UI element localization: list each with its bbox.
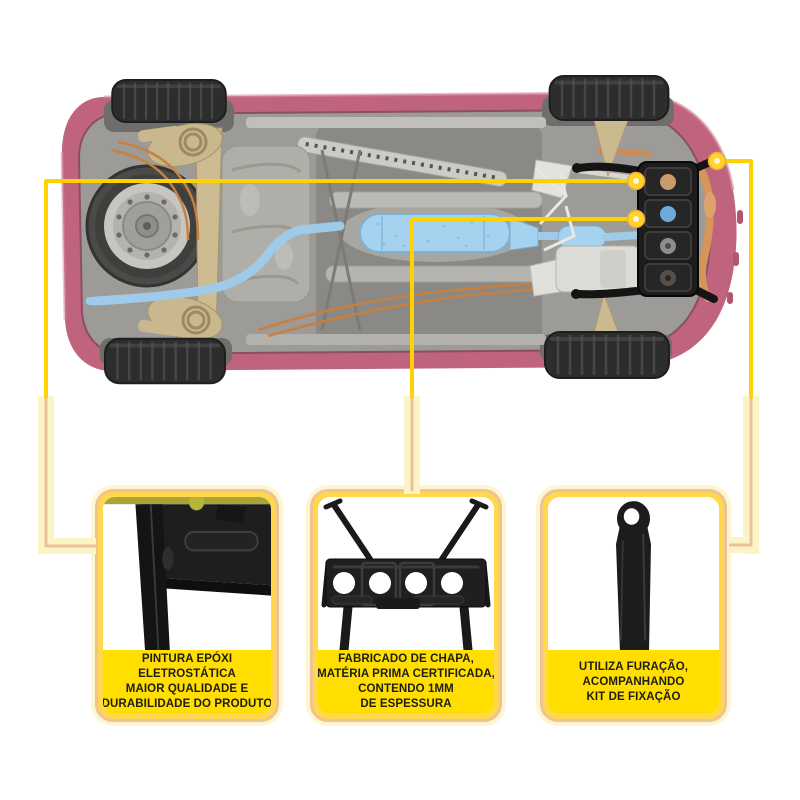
callout-label-epoxy: PINTURA EPÓXI ELETROSTÁTICA MAIOR QUALID… [103, 650, 271, 714]
label-line: CONTENDO 1MM [358, 683, 454, 695]
label-line: ACOMPANHANDO [582, 675, 685, 688]
connector-gold-lines [44, 159, 753, 398]
skid-plate-full-image [321, 498, 491, 650]
tire-front-left [548, 75, 670, 121]
tire-rear-left [110, 79, 228, 123]
label-line: ELETROSTÁTICA [138, 668, 236, 680]
car-underbody-photo [60, 75, 743, 385]
callout-dots [626, 151, 727, 229]
callout-dot [626, 171, 646, 191]
part-photo-corner-closeup [103, 497, 271, 650]
skid-plate-product [571, 156, 719, 303]
label-line: PINTURA EPÓXI [141, 653, 233, 665]
part-photo-mounting-strap [548, 497, 719, 650]
tires [104, 75, 670, 385]
tire-front-right [544, 331, 670, 379]
coolant-pipes-orange [697, 168, 716, 302]
brake-lines-copper [111, 140, 653, 338]
label-line: FABRICADO DE CHAPA, [338, 653, 474, 665]
callout-box-epoxy: PINTURA EPÓXI ELETROSTÁTICA MAIOR QUALID… [95, 489, 279, 722]
callout-box-chapa: FABRICADO DE CHAPA, MATÉRIA PRIMA CERTIF… [310, 489, 502, 722]
fuel-tank [221, 145, 311, 303]
callout-dot [626, 209, 646, 229]
label-line: DURABILIDADE DO PRODUTO [103, 698, 271, 710]
car-floor-pan [77, 96, 712, 366]
skid-plate-corner-image [103, 497, 271, 650]
label-line: MAIOR QUALIDADE E [125, 683, 249, 695]
label-line: KIT DE FIXAÇÃO [586, 690, 681, 703]
mounting-strap-image [616, 501, 651, 650]
label-line: DE ESPESSURA [360, 698, 452, 710]
label-line: MATÉRIA PRIMA CERTIFICADA, [318, 668, 494, 680]
spare-wheel [85, 164, 209, 288]
rear-suspension-tan [138, 123, 223, 340]
callout-label-chapa: FABRICADO DE CHAPA, MATÉRIA PRIMA CERTIF… [318, 650, 494, 714]
muffler [359, 213, 511, 253]
tire-rear-right [104, 337, 226, 385]
label-line: UTILIZA FURAÇÃO, [578, 660, 689, 673]
car-body-shell [60, 91, 743, 371]
part-photo-full-plate [318, 497, 494, 650]
callout-box-fixacao: UTILIZA FURAÇÃO, ACOMPANHANDO KIT DE FIX… [540, 489, 727, 722]
front-subframe-white [529, 119, 641, 349]
callout-label-fixacao: UTILIZA FURAÇÃO, ACOMPANHANDO KIT DE FIX… [548, 650, 719, 714]
callout-dot [707, 151, 727, 171]
exhaust-system-blue [86, 213, 645, 306]
